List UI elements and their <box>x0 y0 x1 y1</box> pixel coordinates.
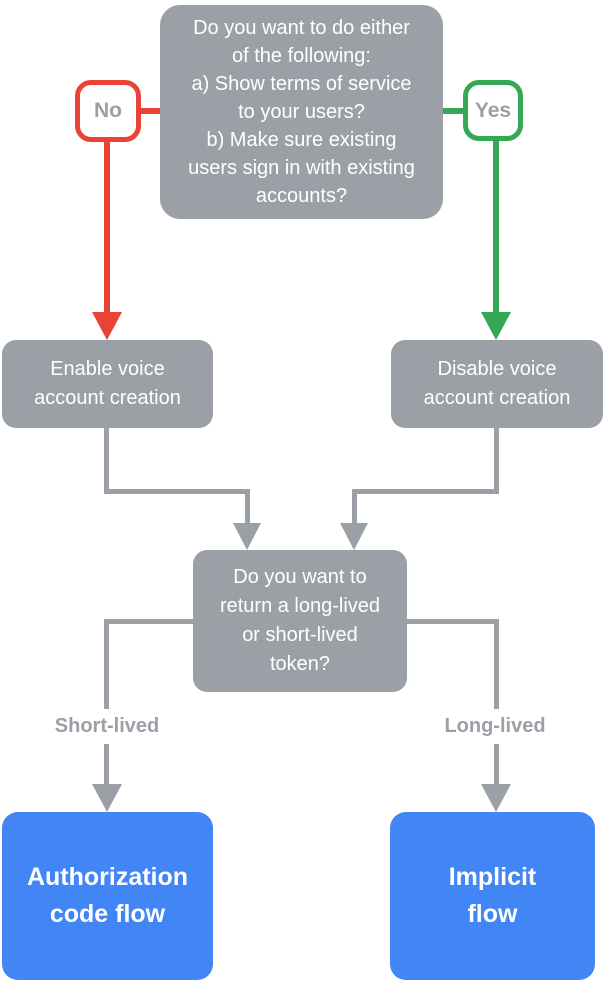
disable-voice-account-node: Disable voice account creation <box>391 340 603 428</box>
gray-arrow-down-icon <box>92 784 122 812</box>
enable-voice-account-node: Enable voice account creation <box>2 340 213 428</box>
connector-long-horizontal <box>407 619 499 624</box>
implicit-flow-node: Implicit flow <box>390 812 595 980</box>
connector-short-horizontal <box>104 619 193 624</box>
connector-enable-across <box>104 489 250 494</box>
connector-disable-drop <box>352 489 357 526</box>
short-lived-label: Short-lived <box>22 709 192 744</box>
yes-badge: Yes <box>463 80 523 141</box>
connector-no-horizontal <box>141 108 160 114</box>
green-arrow-down-icon <box>481 312 511 340</box>
long-lived-label: Long-lived <box>410 709 580 744</box>
question-node-token-lifetime: Do you want to return a long-lived or sh… <box>193 550 407 692</box>
gray-arrow-down-icon <box>481 784 511 812</box>
connector-disable-down <box>494 428 499 494</box>
connector-disable-across <box>352 489 499 494</box>
gray-arrow-down-icon <box>233 523 261 550</box>
connector-no-vertical <box>104 142 110 312</box>
gray-arrow-down-icon <box>340 523 368 550</box>
connector-long-vertical <box>494 619 499 784</box>
connector-yes-vertical <box>493 141 499 312</box>
connector-enable-down <box>104 428 109 494</box>
connector-enable-drop <box>245 489 250 526</box>
red-arrow-down-icon <box>92 312 122 340</box>
question-node-terms-of-service: Do you want to do either of the followin… <box>160 5 443 219</box>
no-badge: No <box>75 80 141 142</box>
connector-short-vertical <box>104 619 109 784</box>
authorization-code-flow-node: Authorization code flow <box>2 812 213 980</box>
connector-yes-horizontal <box>443 108 463 114</box>
